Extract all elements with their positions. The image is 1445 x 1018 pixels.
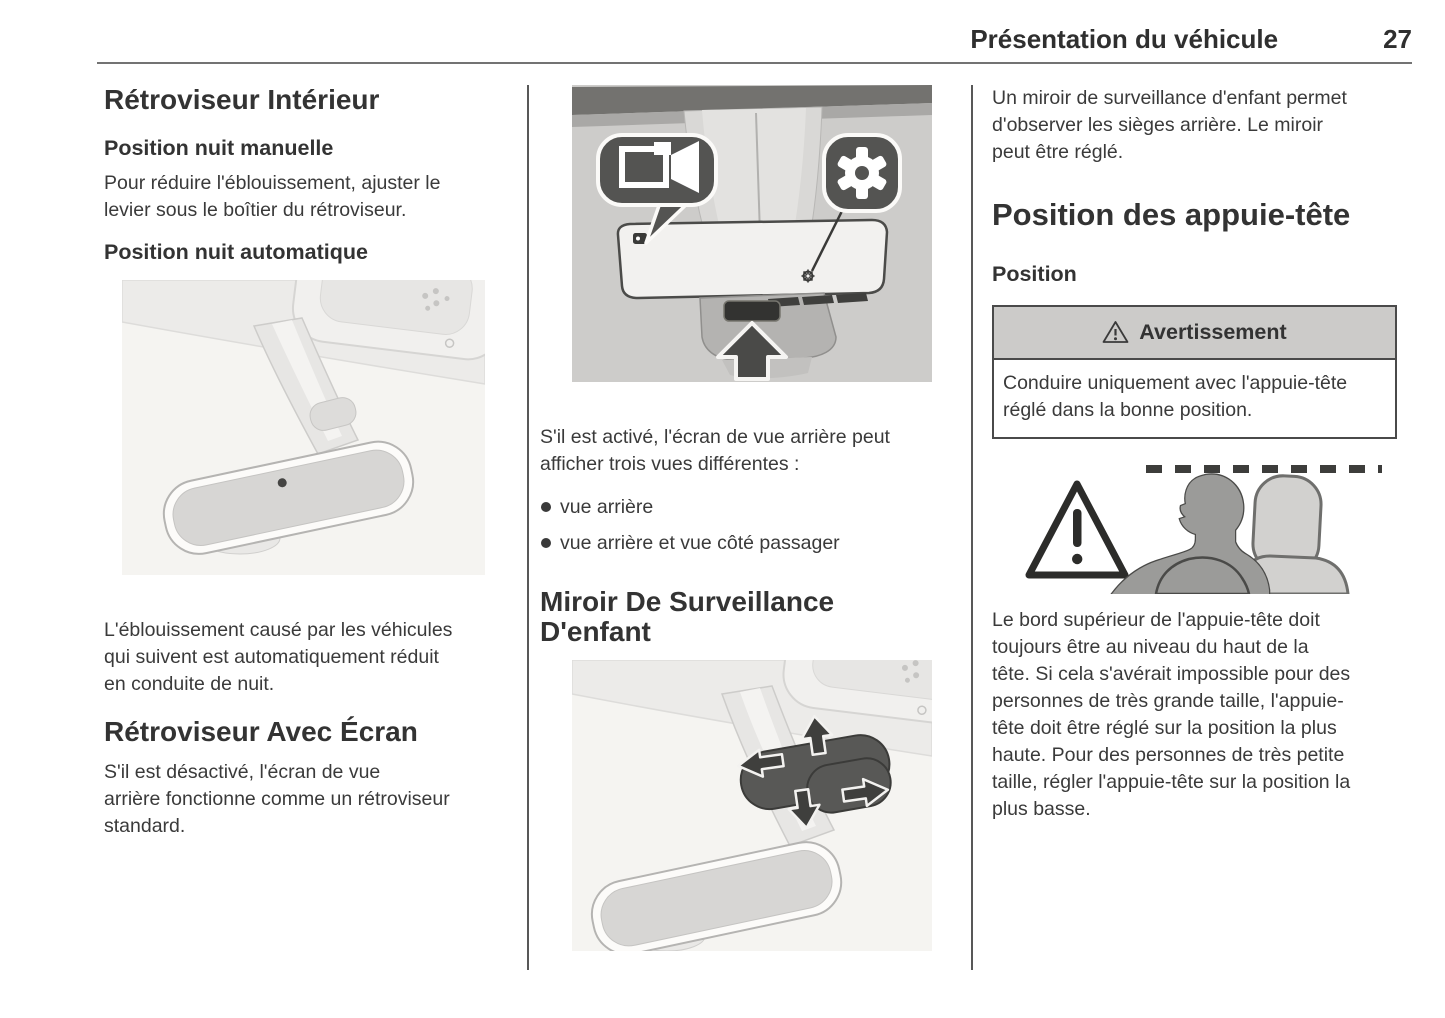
headrest-position-figure: [1016, 454, 1404, 594]
list-item: vue arrière et vue côté passager: [540, 530, 950, 557]
heading-mirror-screen: Rétroviseur Avec Écran: [104, 715, 418, 747]
paragraph-headrest: Le bord supérieur de l'appuie-tête doit …: [992, 608, 1351, 820]
mirror-buttons: [768, 293, 868, 307]
paragraph-mirror-screen: S'il est désactivé, l'écran de vue arriè…: [104, 760, 450, 837]
heading-headrest: Position des appuie-tête: [992, 197, 1351, 232]
four-way-arrow-icon: [736, 715, 892, 830]
caution-triangle-icon: [1025, 480, 1129, 578]
warning-text: Conduire uniquement avec l'appuie-tête r…: [1003, 371, 1348, 421]
up-arrow-icon: [716, 321, 788, 381]
gear-mark-icon: [801, 269, 815, 283]
subheading-manual-night: Position nuit manuelle: [104, 135, 334, 160]
bullet-icon: [541, 502, 551, 512]
camera-mirror-figure: [572, 85, 950, 382]
adjustable-mirror-illustration: [572, 660, 932, 952]
child-mirror-figure: [572, 660, 950, 952]
paragraph-manual-night: Pour réduire l'éblouissement, ajuster le…: [104, 172, 441, 222]
camera-mark-icon: [633, 233, 647, 244]
gear-icon: [822, 133, 902, 213]
warning-triangle-icon: [1102, 321, 1129, 343]
views-list: vue arrière vue arrière et vue côté pass…: [540, 494, 950, 557]
paragraph-child-mirror: Un miroir de surveillance d'enfant perme…: [992, 87, 1347, 163]
column-left: Rétroviseur Intérieur Position nuit manu…: [104, 85, 504, 840]
paragraph-views: S'il est activé, l'écran de vue arrière …: [540, 426, 890, 475]
column-divider-1: [527, 85, 529, 970]
warning-header: Avertissement: [994, 306, 1395, 360]
paragraph-auto-night: L'éblouissement causé par les véhicules …: [104, 618, 453, 695]
chapter-title: Présentation du véhicule: [970, 24, 1279, 54]
heading-interior-mirror: Rétroviseur Intérieur: [104, 84, 380, 115]
heading-child-mirror: Miroir De Surveillance D'enfant: [540, 586, 835, 647]
camera-mirror-illustration: [572, 85, 932, 382]
auto-dim-mirror-figure: [122, 279, 504, 575]
subheading-position: Position: [992, 261, 1077, 286]
list-item-label: vue arrière: [560, 496, 654, 518]
person-shoulder: [1154, 555, 1251, 594]
bullet-icon: [541, 538, 551, 548]
page-number: 27: [1383, 24, 1412, 54]
headrest-illustration: [1025, 464, 1382, 594]
interior-mirror-illustration: [122, 279, 485, 575]
warning-box: Avertissement Conduire uniquement avec l…: [992, 304, 1397, 439]
list-item-label: vue arrière et vue côté passager: [560, 532, 840, 554]
subheading-auto-night: Position nuit automatique: [104, 240, 368, 265]
column-divider-2: [971, 85, 973, 970]
video-camera-icon: [596, 133, 718, 245]
warning-title: Avertissement: [1139, 319, 1287, 344]
page-header: Présentation du véhicule 27: [97, 0, 1412, 64]
column-right: Un miroir de surveillance d'enfant perme…: [992, 85, 1404, 823]
column-middle: S'il est activé, l'écran de vue arrière …: [540, 85, 950, 952]
warning-body: Conduire uniquement avec l'appuie-tête r…: [994, 359, 1395, 437]
list-item: vue arrière: [540, 494, 950, 521]
